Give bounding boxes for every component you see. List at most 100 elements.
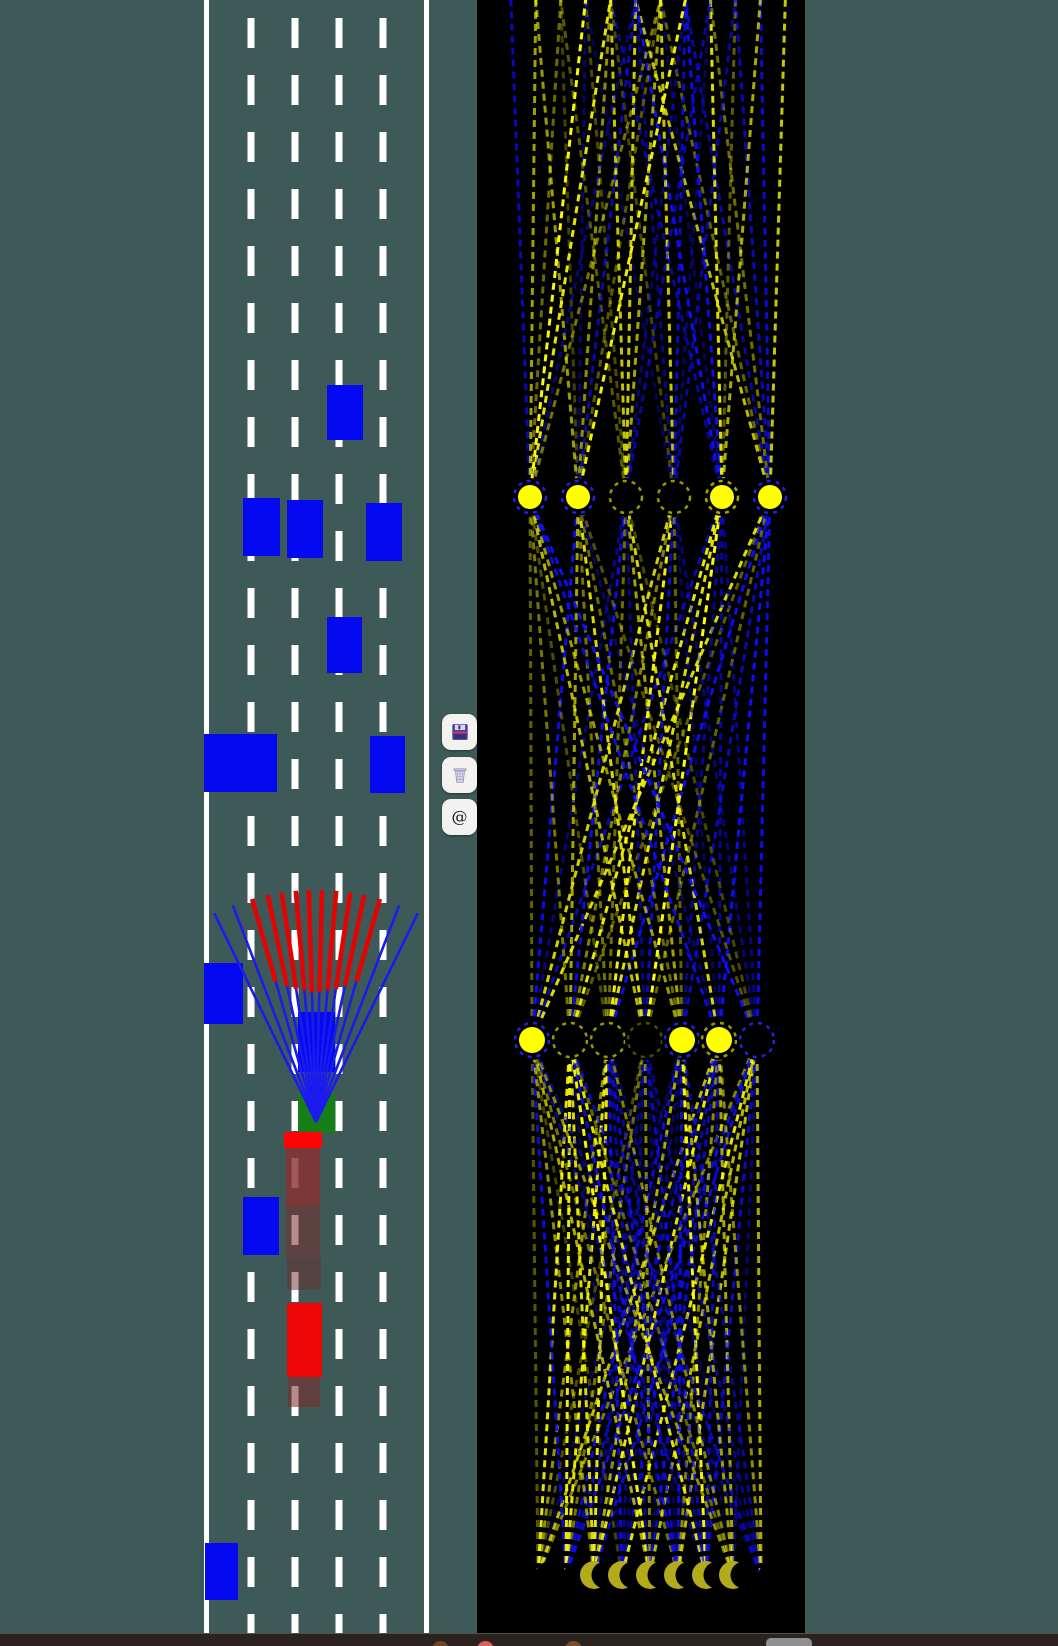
network-canvas — [477, 0, 805, 1633]
sensor-ray — [314, 992, 321, 1123]
lane-dash — [379, 303, 387, 333]
discard-button[interactable] — [442, 757, 477, 793]
at-icon: @ — [451, 807, 468, 826]
lane-dash — [335, 303, 343, 333]
lane-dash — [247, 1329, 255, 1359]
taskbar-icon[interactable] — [565, 1641, 582, 1646]
road-left-border — [204, 0, 209, 1633]
nn-connection-top — [584, 0, 676, 498]
lane-dash — [247, 75, 255, 105]
nn-connection-lower — [568, 1039, 596, 1576]
nn-connection-lower — [620, 1039, 759, 1576]
at-button[interactable]: @ — [442, 799, 477, 835]
nn-connection-lower — [643, 1039, 735, 1576]
nn-input-mask — [535, 1561, 563, 1589]
nn-node-activation — [669, 1027, 695, 1053]
nn-node-bias-ring — [512, 479, 548, 515]
lane-dash — [247, 588, 255, 618]
lane-dash — [247, 1557, 255, 1587]
lane-dash — [247, 1500, 255, 1530]
taskbar-icon[interactable] — [432, 1641, 449, 1646]
traffic-car — [243, 1197, 279, 1255]
nn-connections — [509, 0, 787, 1576]
lane-dash — [379, 1386, 387, 1416]
lane-dash — [335, 1557, 343, 1587]
nn-connection-top — [624, 0, 663, 498]
lane-dash — [247, 246, 255, 276]
nn-connection-lower — [648, 1039, 684, 1576]
nn-connection-upper — [568, 496, 772, 1041]
nn-connection-top — [758, 0, 772, 498]
nn-connection-top — [634, 0, 724, 498]
lane-dash — [247, 474, 255, 504]
lane-dash — [335, 759, 343, 789]
nn-connection-top — [684, 0, 772, 498]
lane-dash — [291, 189, 299, 219]
lane-dash — [379, 873, 387, 903]
lane-dash — [335, 930, 343, 960]
sensor-ray — [285, 985, 318, 1123]
lane-dash — [379, 1329, 387, 1359]
lane-dash — [291, 1557, 299, 1587]
nn-connection-top — [584, 0, 628, 498]
floppy-disk-icon — [451, 724, 468, 740]
traffic-car — [327, 617, 362, 673]
nn-connection-top — [672, 0, 737, 498]
nn-connection-lower — [592, 1039, 721, 1576]
lane-dash — [247, 1614, 255, 1633]
nn-node — [511, 478, 549, 516]
ghost-car — [286, 1148, 320, 1206]
nn-connection-top — [509, 0, 532, 498]
lane-dash — [335, 1614, 343, 1633]
nn-connection-lower — [704, 1039, 721, 1576]
nn-connection-top — [768, 0, 787, 498]
sensor-ray-hit — [325, 890, 339, 991]
sensor-ray — [314, 981, 358, 1123]
traffic-car — [243, 498, 280, 556]
nn-connection-lower — [568, 1039, 680, 1576]
nn-connection-top — [624, 0, 638, 498]
lane-dash — [335, 189, 343, 219]
lane-dash — [335, 132, 343, 162]
nn-connection-lower — [592, 1039, 684, 1576]
taskbar-button[interactable] — [766, 1638, 812, 1646]
lane-dash — [247, 132, 255, 162]
lane-dash — [379, 246, 387, 276]
nn-node-bias-ring — [704, 479, 740, 515]
save-button[interactable] — [442, 714, 477, 750]
lane-dash — [335, 531, 343, 561]
lane-dash — [379, 1158, 387, 1188]
lane-dash — [247, 1101, 255, 1131]
lane-dash — [291, 132, 299, 162]
nn-node-activation — [518, 485, 542, 509]
nn-connection-lower — [606, 1039, 680, 1576]
nn-connection-lower — [731, 1039, 759, 1576]
lane-dash — [247, 873, 255, 903]
lane-dash — [291, 1101, 299, 1131]
lane-dash — [379, 645, 387, 675]
nn-connection-lower — [530, 1039, 596, 1576]
nn-connection-top — [659, 0, 724, 498]
lane-dash — [291, 303, 299, 333]
nn-connection-upper — [528, 496, 684, 1041]
sensor-ray-hit — [249, 898, 278, 983]
nn-node — [699, 1020, 739, 1060]
road-panel — [204, 0, 429, 1633]
nn-connection-top — [720, 0, 762, 498]
lane-dash — [247, 1443, 255, 1473]
nn-connection-lower — [643, 1039, 763, 1576]
lane-dash — [379, 1500, 387, 1530]
nn-node-bias-ring — [656, 479, 692, 515]
nn-connection-lower — [643, 1039, 680, 1576]
nn-connection-upper — [606, 496, 724, 1041]
nn-connection-lower — [704, 1039, 759, 1576]
taskbar-icon[interactable] — [477, 1641, 494, 1646]
nn-connection-upper — [528, 496, 647, 1041]
lane-dash — [291, 246, 299, 276]
lane-dash — [379, 816, 387, 846]
lane-dash — [379, 18, 387, 48]
nn-connection-top — [528, 0, 662, 498]
lane-dash — [379, 1443, 387, 1473]
